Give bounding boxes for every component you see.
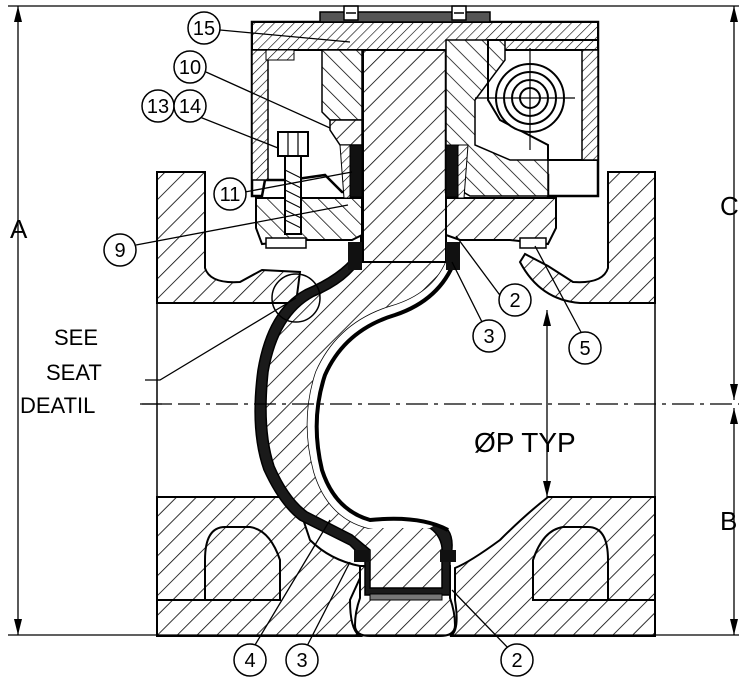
dimension-arrows xyxy=(14,6,738,635)
worm-gear xyxy=(475,48,575,150)
seat-detail-circle xyxy=(271,273,321,323)
balloon-3-upper-label: 3 xyxy=(483,326,494,348)
balloon-4: 4 xyxy=(233,643,267,677)
bonnet xyxy=(255,197,557,249)
balloon-3-upper: 3 xyxy=(472,319,506,353)
balloon-15: 15 xyxy=(187,11,221,45)
balloon-5-label: 5 xyxy=(579,338,590,360)
balloon-3-lower: 3 xyxy=(285,643,319,677)
balloon-2-lower-label: 2 xyxy=(511,650,522,672)
balloon-13: 13 xyxy=(141,89,175,123)
dim-a-label: A xyxy=(10,214,28,244)
balloon-13-label: 13 xyxy=(147,96,169,118)
balloon-5: 5 xyxy=(568,331,602,365)
balloon-10-label: 10 xyxy=(179,57,201,79)
note-line-1: SEE xyxy=(54,325,98,350)
balloon-2-upper: 2 xyxy=(498,283,532,317)
balloon-9-label: 9 xyxy=(114,240,125,262)
balloon-10: 10 xyxy=(173,50,207,84)
actuator-housing xyxy=(250,5,600,235)
balloon-3-lower-label: 3 xyxy=(296,650,307,672)
balloon-14: 14 xyxy=(173,89,207,123)
note-line-2: SEAT xyxy=(46,360,102,385)
balloon-2-lower: 2 xyxy=(500,643,534,677)
balloon-9: 9 xyxy=(103,233,137,267)
seat-detail-leader xyxy=(145,297,297,381)
balloons: 15 10 13 14 11 9 2 3 xyxy=(103,11,602,677)
balloon-14-label: 14 xyxy=(179,96,201,118)
dim-c-label: C xyxy=(720,191,739,221)
note-line-3: DEATIL xyxy=(20,393,95,418)
seat-rings xyxy=(348,242,460,601)
dimension-lines xyxy=(8,5,739,636)
balloon-11-label: 11 xyxy=(220,184,241,206)
valve-body xyxy=(156,171,656,637)
balloon-11: 11 xyxy=(213,177,247,211)
balloon-2-upper-label: 2 xyxy=(509,290,520,312)
dim-port-label: ØP TYP xyxy=(474,427,576,458)
balloon-4-label: 4 xyxy=(244,650,255,672)
balloon-15-label: 15 xyxy=(193,18,215,40)
dim-b-label: B xyxy=(720,506,737,536)
